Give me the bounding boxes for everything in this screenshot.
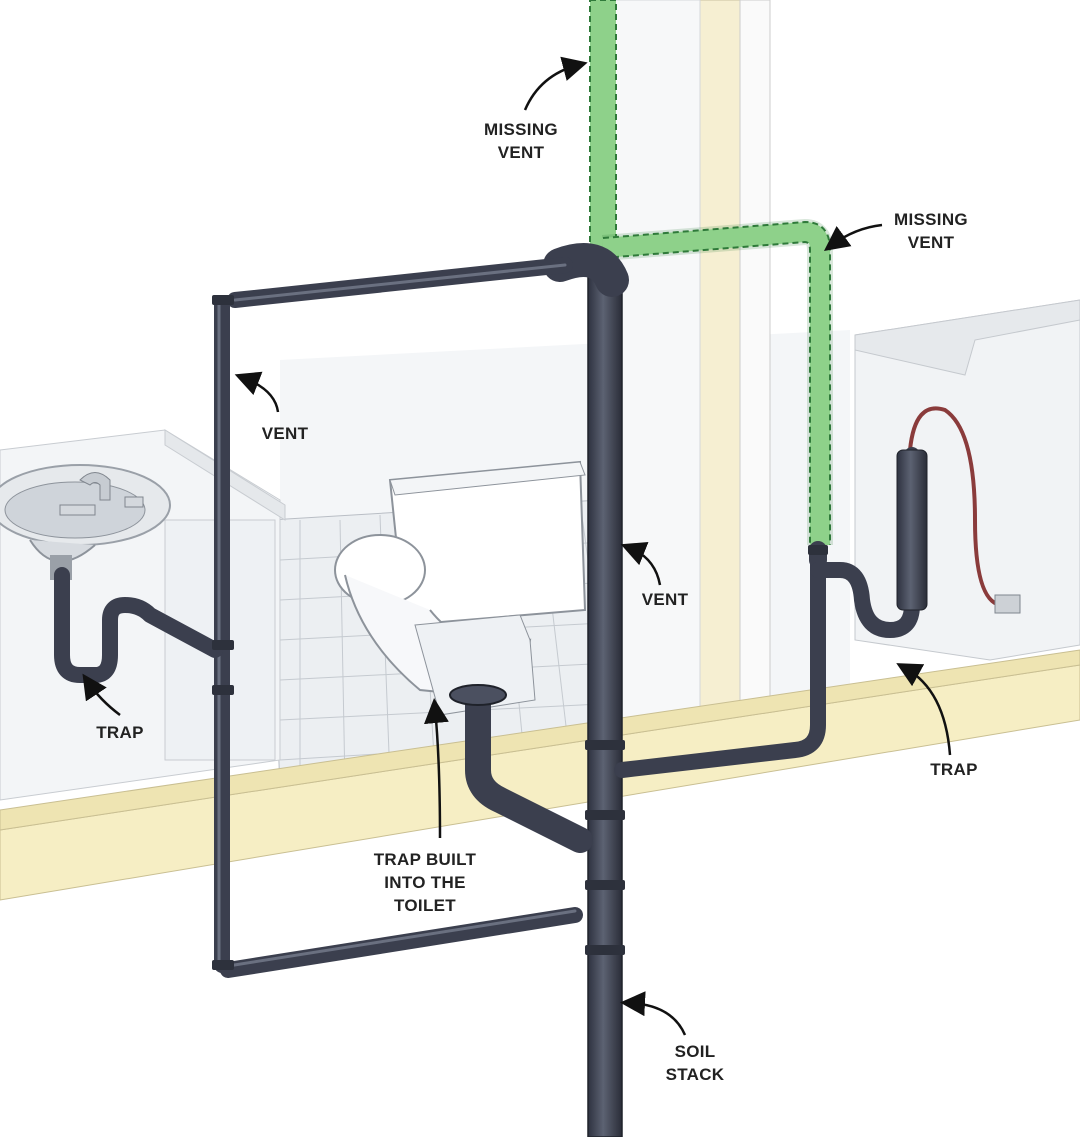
label-missing-vent-top: MISSING VENT bbox=[484, 120, 558, 162]
standpipe bbox=[896, 449, 928, 611]
toilet-illustration bbox=[334, 460, 587, 716]
label-trap-left: TRAP bbox=[96, 723, 144, 742]
callout-arrows bbox=[82, 56, 952, 1036]
arrow-missing-vent-right bbox=[823, 223, 883, 251]
hose-valve bbox=[994, 594, 1021, 614]
label-trap-right: TRAP bbox=[930, 760, 978, 779]
arrow-soil-stack bbox=[620, 991, 687, 1036]
arrow-trap-left bbox=[82, 673, 121, 716]
soil-stack-pipe bbox=[587, 269, 623, 1138]
arrow-vent-left bbox=[234, 371, 280, 413]
label-vent-left: VENT bbox=[261, 424, 309, 443]
arrow-trap-right bbox=[896, 663, 952, 756]
arrow-vent-center bbox=[620, 541, 662, 586]
arrow-trap-toilet bbox=[423, 698, 449, 839]
label-vent-center: VENT bbox=[641, 590, 689, 609]
sink-illustration bbox=[0, 464, 171, 580]
drain-vent-pipes bbox=[54, 243, 928, 1138]
label-trap-toilet: TRAP BUILT INTO THE TOILET bbox=[373, 850, 477, 915]
arrow-missing-vent-top bbox=[523, 56, 588, 111]
wall-stud bbox=[699, 0, 741, 721]
label-soil-stack: SOIL STACK bbox=[665, 1042, 725, 1084]
label-missing-vent-right: MISSING VENT bbox=[894, 210, 968, 252]
washer-hose bbox=[908, 406, 1001, 607]
